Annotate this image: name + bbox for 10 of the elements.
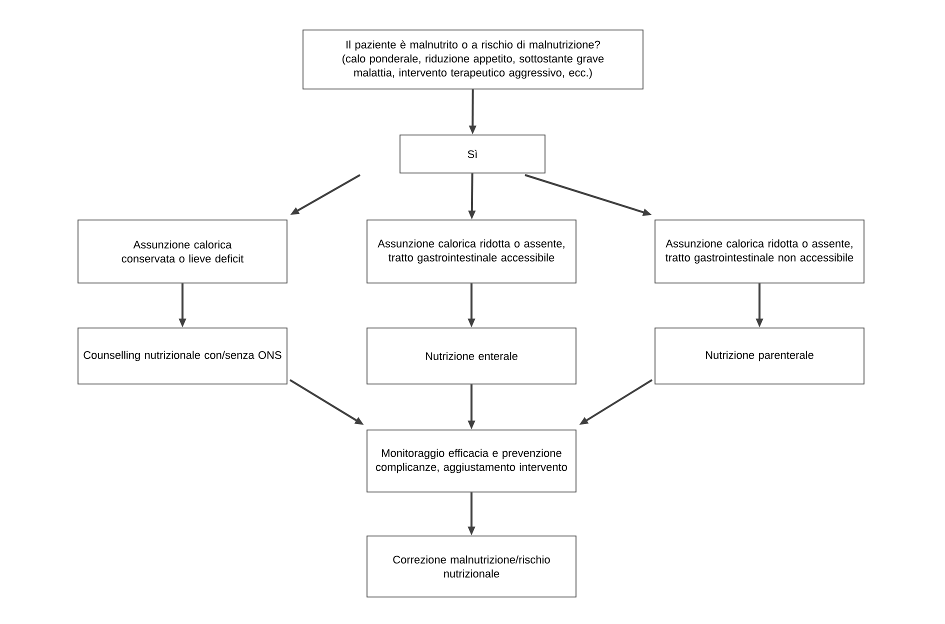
question-box: Il paziente è malnutrito o a rischio di malnutrizione? (calo ponderale, riduzione appetito, sottostante grave malattia, intervento terapeutico aggressivo, ecc.) [302, 30, 644, 90]
process-box: Assunzione calorica ridotta o assente, tratto gastrointestinale non accessibile [654, 220, 864, 284]
process-box: Monitoraggio efficacia e prevenzione complicanze, aggiustamento intervento [366, 430, 576, 492]
process-box: Assunzione calorica ridotta o assente, tratto gastrointestinale accessibile [366, 220, 576, 284]
process-box: Nutrizione enterale [366, 328, 576, 384]
process-box: Counselling nutrizionale con/senza ONS [78, 328, 288, 384]
process-box: Sì [400, 134, 546, 174]
process-box: Correzione malnutrizione/rischio nutrizionale [366, 536, 576, 598]
process-box: Assunzione calorica conservata o lieve deficit [78, 220, 288, 284]
process-box: Nutrizione parenterale [654, 328, 864, 384]
